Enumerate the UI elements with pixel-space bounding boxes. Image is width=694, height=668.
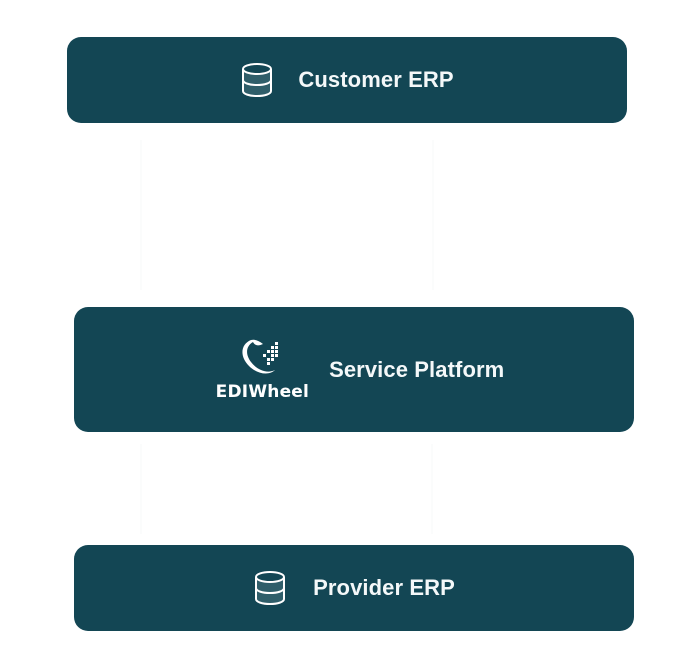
node-service-platform: EDIWheel Service Platform <box>74 307 634 432</box>
node-provider-erp: Provider ERP <box>74 545 634 631</box>
database-icon <box>240 62 274 98</box>
node-customer-erp: Customer ERP <box>67 37 627 123</box>
connector-line <box>432 140 434 290</box>
node-label: Service Platform <box>329 356 505 382</box>
node-label: Provider ERP <box>313 575 455 600</box>
database-icon <box>253 570 287 606</box>
connector-line <box>431 444 433 534</box>
logo-text: EDIWheel <box>215 381 310 402</box>
ediwheel-logo: EDIWheel <box>216 338 309 402</box>
connector-line <box>140 444 142 534</box>
node-label: Customer ERP <box>298 67 454 92</box>
ediwheel-logo-icon <box>242 339 279 373</box>
connector-line <box>140 140 142 290</box>
